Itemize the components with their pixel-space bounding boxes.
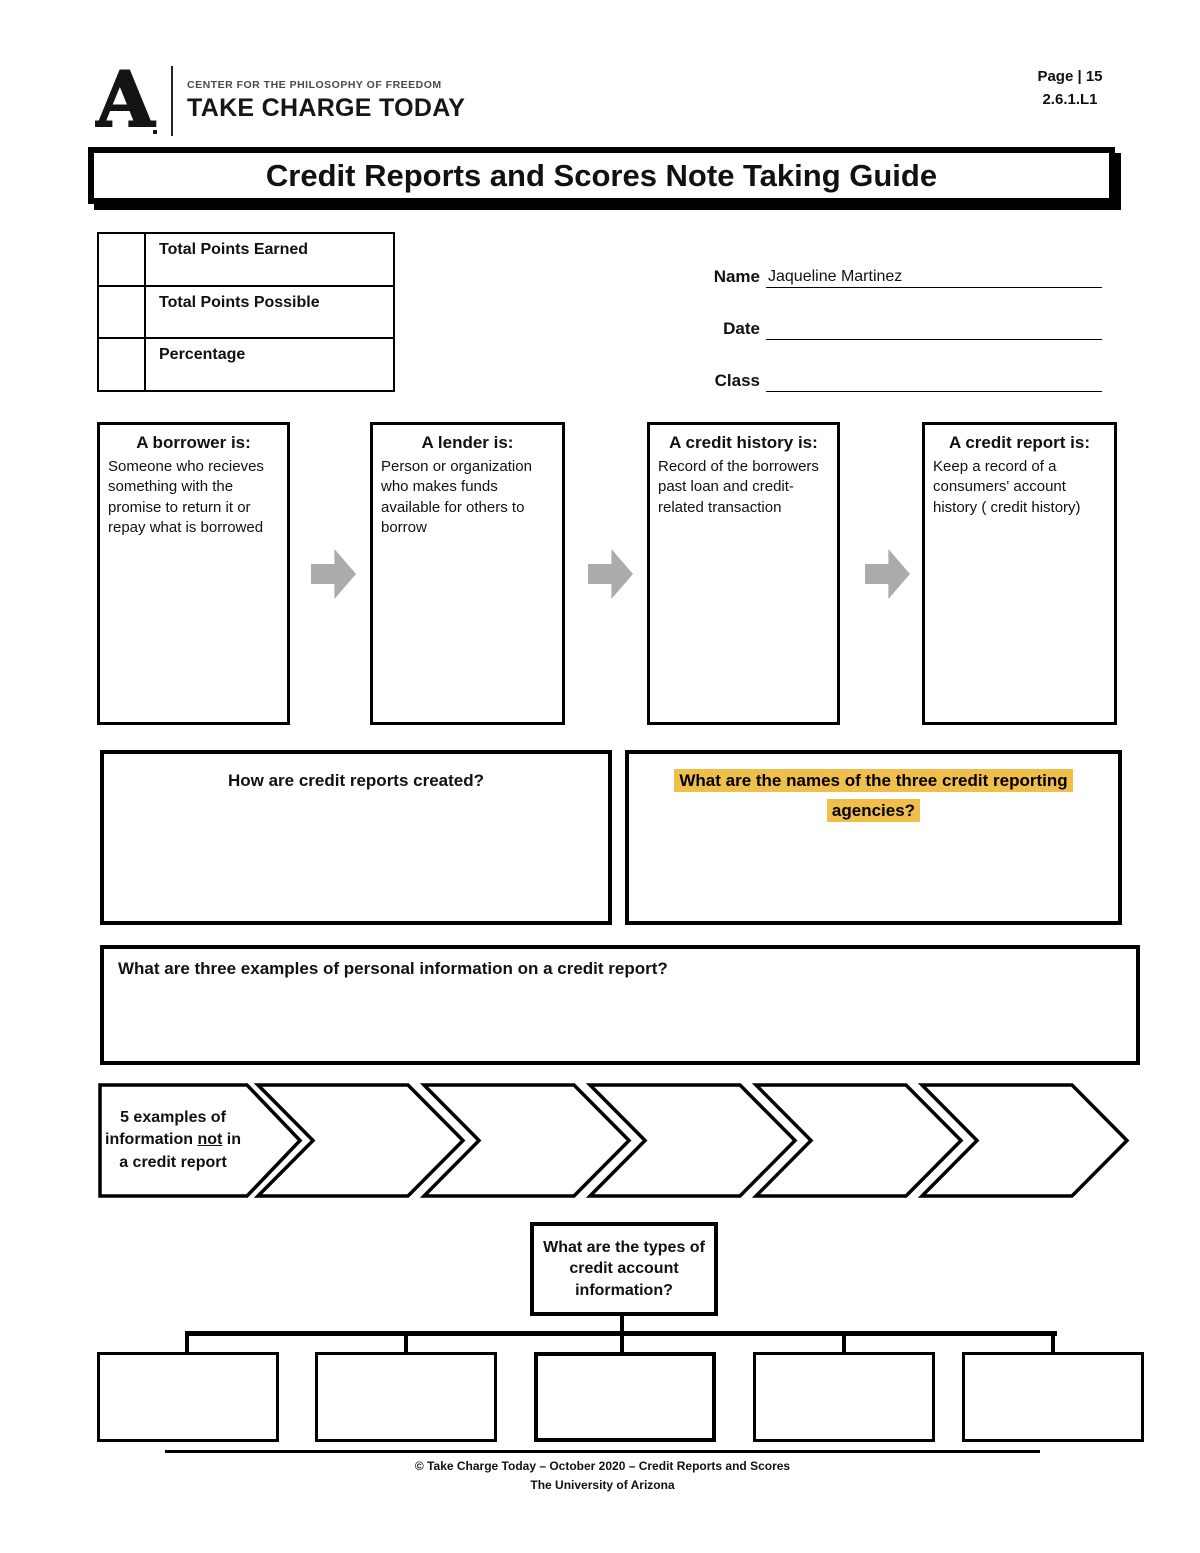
chevron-blank[interactable] — [917, 1083, 1130, 1198]
account-type-blank-box[interactable] — [534, 1352, 716, 1442]
tree-stem — [620, 1316, 624, 1333]
right-arrow-icon — [311, 549, 356, 599]
percentage-label: Percentage — [159, 346, 246, 364]
page-title: Credit Reports and Scores Note Taking Gu… — [265, 157, 938, 193]
chevron-blank[interactable] — [419, 1083, 632, 1198]
logo-subtitle: CENTER FOR THE PHILOSOPHY OF FREEDOM — [187, 79, 442, 91]
page-info: Page | 15 2.6.1.L1 — [1030, 66, 1110, 111]
right-arrow-icon — [588, 549, 633, 599]
credit-report-definition-box: A credit report is: Keep a record of a c… — [922, 422, 1117, 725]
name-field[interactable]: Jaqueline Martinez — [766, 268, 1102, 288]
credit-report-heading: A credit report is: — [948, 433, 1091, 452]
lender-definition-box: A lender is: Person or organization who … — [370, 422, 565, 725]
title-box: Credit Reports and Scores Note Taking Gu… — [88, 147, 1115, 204]
personal-info-question: What are three examples of personal info… — [118, 959, 668, 978]
date-field[interactable] — [766, 338, 1102, 340]
table-row: Percentage — [99, 339, 393, 391]
class-label: Class — [714, 371, 760, 390]
percentage-cell[interactable] — [99, 339, 146, 391]
credit-report-answer[interactable]: Keep a record of a consumers' account hi… — [933, 458, 1081, 516]
footer: © Take Charge Today – October 2020 – Cre… — [165, 1457, 1040, 1495]
chevron-blank[interactable] — [253, 1083, 466, 1198]
tree-dropper — [185, 1336, 189, 1353]
chevron-prompt-pre: 5 examples of information — [105, 1108, 226, 1149]
date-field-row: Date — [700, 308, 1102, 340]
account-types-question-box: What are the types of credit account inf… — [530, 1222, 718, 1316]
university-of-arizona-logo-icon: A — [95, 64, 157, 138]
points-possible-cell[interactable] — [99, 286, 146, 338]
tree-crossbar — [185, 1331, 1057, 1336]
account-types-question: What are the types of credit account inf… — [543, 1238, 705, 1299]
points-possible-label: Total Points Possible — [159, 293, 320, 311]
personal-info-question-box[interactable]: What are three examples of personal info… — [100, 945, 1140, 1065]
date-label: Date — [723, 319, 760, 338]
footer-university: The University of Arizona — [530, 1478, 675, 1493]
points-earned-label: Total Points Earned — [159, 241, 309, 258]
reports-created-question-box[interactable]: How are credit reports created? — [100, 750, 612, 925]
points-table: Total Points Earned Total Points Possibl… — [97, 232, 395, 392]
borrower-answer[interactable]: Someone who recieves something with the … — [108, 458, 264, 536]
tree-dropper — [1051, 1336, 1055, 1353]
footer-copyright: © Take Charge Today – October 2020 – Cre… — [414, 1459, 791, 1473]
name-label: Name — [713, 267, 760, 286]
account-type-blank-box[interactable] — [962, 1352, 1144, 1442]
page-number: Page | 15 — [1037, 68, 1103, 85]
agencies-question-box[interactable]: What are the names of the three credit r… — [625, 750, 1122, 925]
lender-heading: A lender is: — [421, 433, 514, 452]
logo-divider — [171, 66, 173, 136]
credit-history-answer[interactable]: Record of the borrowers past loan and cr… — [658, 458, 819, 516]
tree-dropper — [404, 1336, 408, 1353]
chevron-prompt-not: not — [197, 1131, 223, 1149]
borrower-heading: A borrower is: — [136, 433, 251, 452]
chevron-row — [98, 1083, 1130, 1198]
account-type-blank-box[interactable] — [97, 1352, 279, 1442]
chevron-blank[interactable] — [751, 1083, 964, 1198]
highlighted-question: What are the names of the three credit r… — [674, 769, 1073, 822]
credit-history-heading: A credit history is: — [669, 433, 818, 452]
table-row: Total Points Earned — [99, 234, 393, 287]
tree-dropper — [842, 1336, 846, 1353]
chevron-prompt-post: in a credit report — [119, 1131, 241, 1171]
footer-rule — [165, 1450, 1040, 1453]
header-logo: A CENTER FOR THE PHILOSOPHY OF FREEDOM T… — [95, 64, 465, 138]
points-earned-cell[interactable] — [99, 234, 146, 285]
chevron-label-pentagon — [98, 1083, 303, 1198]
account-type-blank-box[interactable] — [753, 1352, 935, 1442]
account-type-blank-box[interactable] — [315, 1352, 497, 1442]
svg-text:A: A — [95, 64, 156, 138]
table-row: Total Points Possible — [99, 286, 393, 340]
reports-created-question: How are credit reports created? — [227, 771, 485, 790]
right-arrow-icon — [865, 549, 910, 599]
lesson-code: 2.6.1.L1 — [1042, 90, 1098, 108]
tree-dropper — [620, 1336, 624, 1353]
class-field[interactable] — [766, 390, 1102, 392]
chevron-blank[interactable] — [585, 1083, 798, 1198]
chevron-prompt: 5 examples of information not in a credi… — [102, 1085, 244, 1196]
credit-history-definition-box: A credit history is: Record of the borro… — [647, 422, 840, 725]
borrower-definition-box: A borrower is: Someone who recieves some… — [97, 422, 290, 725]
logo-title: TAKE CHARGE TODAY — [187, 94, 466, 122]
lender-answer[interactable]: Person or organization who makes funds a… — [381, 458, 532, 536]
class-field-row: Class — [700, 360, 1102, 392]
name-field-row: Name Jaqueline Martinez — [700, 256, 1102, 288]
